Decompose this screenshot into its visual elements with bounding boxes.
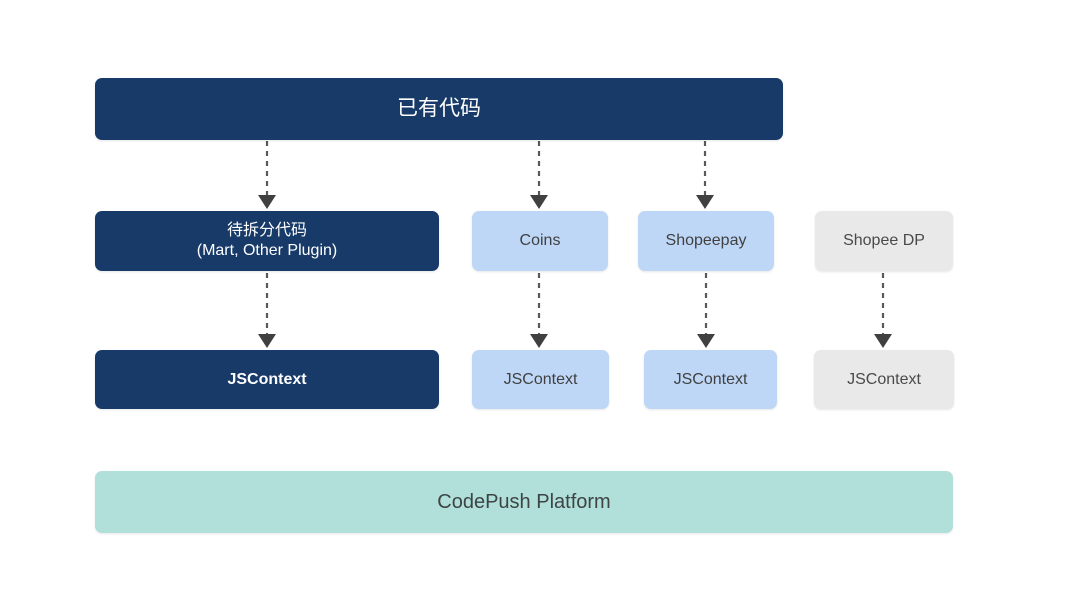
node-jscontext-coins-label: JSContext bbox=[503, 370, 578, 388]
node-shopeepay: Shopeepay bbox=[638, 211, 774, 271]
node-shopee-dp: Shopee DP bbox=[815, 211, 953, 271]
connector-coins-to-jscontext bbox=[530, 273, 548, 348]
node-shopeepay-label: Shopeepay bbox=[665, 232, 747, 249]
node-pending-split-code: 待拆分代码 (Mart, Other Plugin) bbox=[95, 211, 439, 271]
node-jscontext-shopee-dp-label: JSContext bbox=[847, 370, 921, 388]
node-pending-split-code-label: 待拆分代码 (Mart, Other Plugin) bbox=[196, 222, 338, 259]
node-existing-code: 已有代码 bbox=[95, 78, 783, 140]
node-coins-label: Coins bbox=[519, 232, 561, 249]
node-codepush-platform-label: CodePush Platform bbox=[437, 490, 611, 513]
node-jscontext-main-label: JSContext bbox=[227, 370, 307, 388]
node-shopee-dp-label: Shopee DP bbox=[843, 232, 925, 249]
node-jscontext-shopeepay: JSContext bbox=[644, 350, 777, 409]
connector-shopeepay-to-jscontext bbox=[697, 273, 715, 348]
node-jscontext-main: JSContext bbox=[95, 350, 439, 409]
connector-shopee-dp-to-jscontext bbox=[874, 273, 892, 348]
connector-existing-code-to-pending-split bbox=[258, 141, 276, 209]
node-existing-code-label: 已有代码 bbox=[397, 96, 481, 120]
connector-pending-split-to-jscontext bbox=[258, 273, 276, 348]
connector-existing-code-to-coins bbox=[530, 141, 548, 209]
node-codepush-platform: CodePush Platform bbox=[95, 471, 953, 533]
connector-existing-code-to-shopeepay bbox=[696, 141, 714, 209]
node-jscontext-coins: JSContext bbox=[472, 350, 609, 409]
node-jscontext-shopeepay-label: JSContext bbox=[673, 370, 748, 388]
node-coins: Coins bbox=[472, 211, 608, 271]
node-jscontext-shopee-dp: JSContext bbox=[814, 350, 954, 409]
